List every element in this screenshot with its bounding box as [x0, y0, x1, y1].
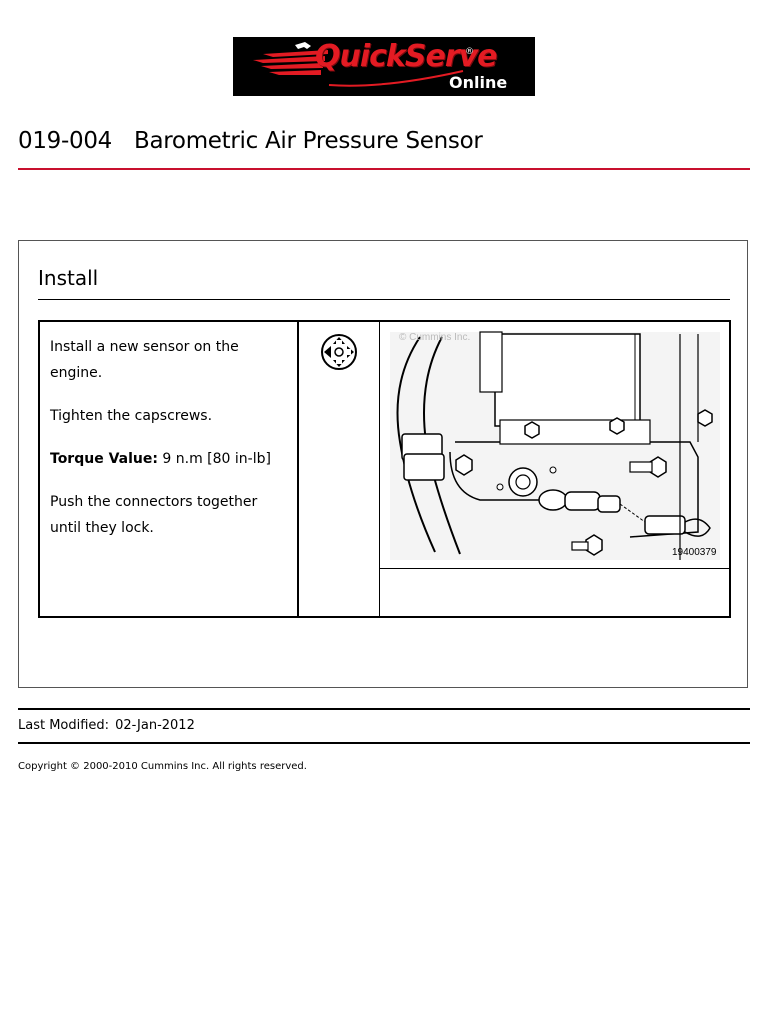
socket-wrench-tool-icon: [321, 334, 357, 370]
sensor-install-figure: © Cummins Inc. 19400379: [380, 322, 729, 569]
registered-mark: ®: [465, 47, 474, 57]
quickserve-online-logo: QuickServe ® Online: [233, 37, 535, 96]
tool-column: [299, 322, 380, 616]
section-title: Install: [38, 266, 99, 290]
copyright-notice: Copyright © 2000-2010 Cummins Inc. All r…: [18, 761, 307, 772]
torque-label: Torque Value:: [50, 451, 158, 467]
torque-value: 9 n.m [80 in-lb]: [162, 451, 271, 467]
procedure-code: 019-004: [18, 128, 112, 154]
footer-divider-top: [18, 708, 750, 710]
torque-spec: Torque Value: 9 n.m [80 in-lb]: [50, 446, 287, 472]
section-divider: [38, 299, 730, 300]
procedure-title: Barometric Air Pressure Sensor: [134, 128, 483, 154]
last-modified: Last Modified: 02-Jan-2012: [18, 718, 195, 733]
figure-watermark: © Cummins Inc.: [399, 332, 471, 343]
figure-column: © Cummins Inc. 19400379: [380, 322, 729, 616]
footer-divider-bottom: [18, 742, 750, 744]
speed-lines-graphic: [253, 42, 464, 87]
step-text-connectors: Push the connectors together until they …: [50, 494, 258, 536]
install-section: Install Install a new sensor on the engi…: [18, 240, 748, 688]
logo-online-text: Online: [449, 73, 508, 92]
title-divider: [18, 168, 750, 170]
install-step-table: Install a new sensor on the engine. Tigh…: [38, 320, 731, 618]
figure-number: 19400379: [672, 547, 717, 558]
step-text-install: Install a new sensor on the engine.: [50, 339, 239, 381]
logo-brand-text: QuickServe: [315, 39, 498, 74]
sensor-engine-illustration: [390, 331, 720, 560]
step-instructions: Install a new sensor on the engine. Tigh…: [40, 322, 299, 616]
step-text-tighten: Tighten the capscrews.: [50, 408, 213, 424]
page-title: 019-004 Barometric Air Pressure Sensor: [18, 128, 483, 154]
last-modified-label: Last Modified:: [18, 718, 110, 733]
last-modified-date: 02-Jan-2012: [115, 718, 195, 733]
